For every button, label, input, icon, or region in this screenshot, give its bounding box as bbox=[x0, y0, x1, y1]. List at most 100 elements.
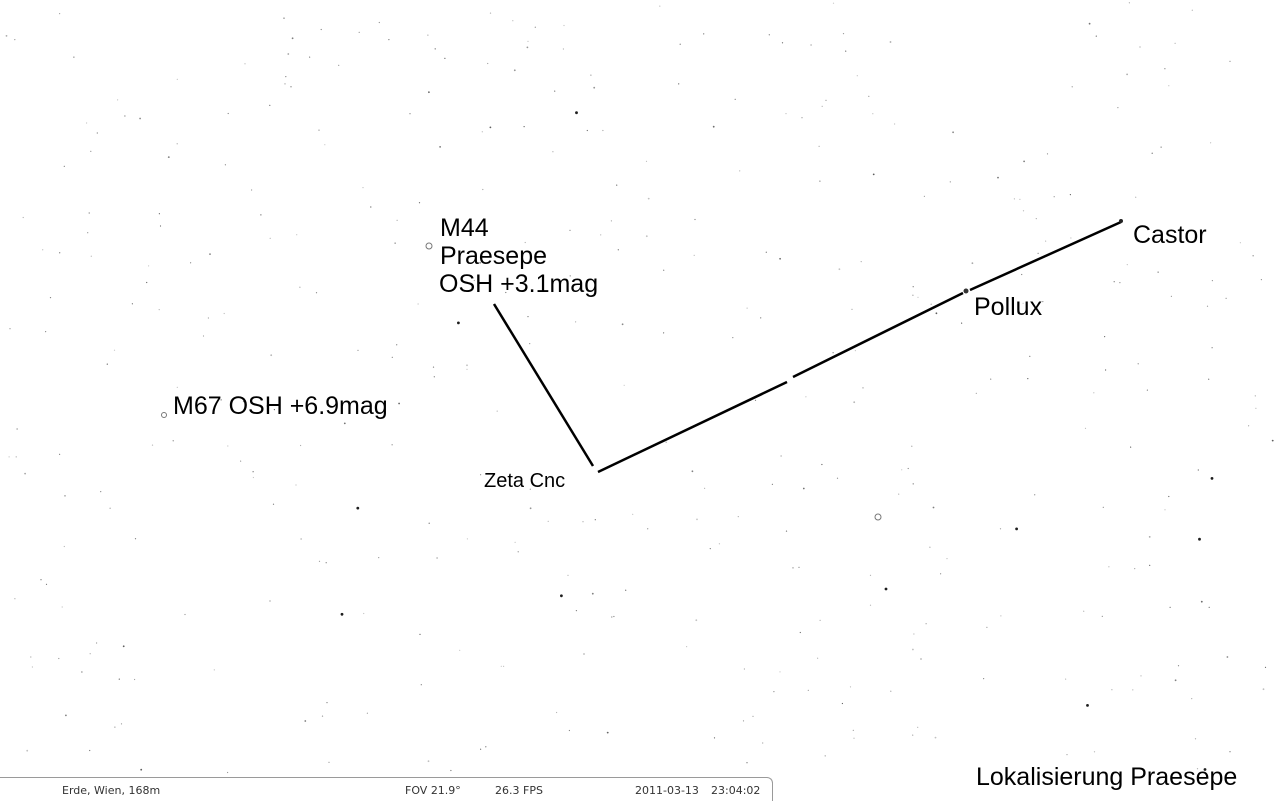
background-star bbox=[1252, 255, 1254, 257]
background-star bbox=[821, 463, 823, 466]
m44-marker[interactable] bbox=[425, 242, 433, 250]
background-star bbox=[952, 131, 954, 134]
background-star bbox=[30, 656, 32, 658]
background-star bbox=[269, 104, 271, 106]
background-star bbox=[1198, 537, 1201, 541]
background-star bbox=[1130, 446, 1132, 448]
background-star bbox=[1070, 237, 1072, 239]
background-star bbox=[113, 349, 116, 351]
background-star bbox=[606, 731, 609, 734]
background-star bbox=[220, 399, 222, 401]
background-star bbox=[743, 668, 746, 670]
background-star bbox=[912, 294, 914, 296]
time-text: 23:04:02 bbox=[711, 784, 761, 797]
background-star bbox=[1200, 600, 1203, 603]
background-star bbox=[1174, 42, 1176, 44]
background-star bbox=[595, 288, 597, 290]
background-star bbox=[853, 401, 856, 404]
background-star bbox=[836, 477, 839, 479]
background-star bbox=[575, 111, 578, 115]
background-star bbox=[391, 444, 393, 446]
background-star bbox=[16, 428, 18, 430]
background-star bbox=[1132, 689, 1134, 691]
background-star bbox=[479, 261, 481, 264]
background-star bbox=[487, 62, 489, 65]
background-star bbox=[146, 281, 148, 284]
background-star bbox=[394, 242, 396, 244]
background-star bbox=[489, 12, 492, 14]
background-star bbox=[1037, 252, 1039, 254]
background-star bbox=[746, 307, 748, 309]
m67-marker[interactable] bbox=[161, 412, 167, 418]
background-star bbox=[590, 74, 592, 76]
pointer-line-zeta-pollux-a bbox=[597, 380, 788, 474]
background-star bbox=[762, 742, 764, 744]
background-star bbox=[358, 31, 360, 33]
background-star bbox=[139, 117, 142, 120]
background-star bbox=[771, 483, 774, 485]
background-star bbox=[1151, 152, 1153, 154]
background-star bbox=[409, 113, 411, 115]
background-star bbox=[890, 690, 892, 692]
background-star bbox=[158, 309, 160, 311]
background-star bbox=[240, 460, 242, 462]
background-star bbox=[613, 615, 615, 618]
background-star bbox=[324, 144, 326, 146]
background-star bbox=[1101, 615, 1103, 618]
background-star bbox=[529, 507, 532, 510]
background-star bbox=[338, 64, 340, 66]
pollux-star[interactable] bbox=[963, 288, 969, 294]
background-star bbox=[131, 303, 133, 305]
background-star bbox=[326, 702, 328, 704]
background-star bbox=[151, 444, 154, 446]
background-star bbox=[273, 409, 275, 411]
background-star bbox=[1194, 738, 1197, 740]
background-star bbox=[117, 99, 119, 101]
background-star bbox=[781, 42, 784, 44]
m44-label: M44 Praesepe OSH +3.1mag bbox=[439, 214, 598, 298]
background-star bbox=[1254, 395, 1256, 397]
background-star bbox=[1071, 86, 1073, 88]
background-star bbox=[527, 316, 529, 318]
background-star bbox=[1206, 305, 1209, 307]
background-star bbox=[1035, 218, 1037, 220]
background-star bbox=[40, 579, 42, 581]
background-star bbox=[89, 653, 91, 655]
background-star bbox=[568, 729, 571, 732]
background-star bbox=[283, 17, 285, 19]
background-star bbox=[562, 48, 565, 50]
background-star bbox=[862, 387, 864, 389]
background-star bbox=[1013, 198, 1016, 200]
background-star bbox=[923, 195, 926, 197]
background-star bbox=[1137, 363, 1139, 365]
background-star bbox=[22, 216, 24, 219]
background-stars bbox=[5, 2, 1274, 774]
background-star bbox=[503, 665, 505, 667]
background-star bbox=[946, 558, 948, 560]
background-star bbox=[742, 720, 745, 722]
background-star bbox=[625, 589, 627, 591]
background-star bbox=[920, 658, 922, 660]
background-star bbox=[1211, 280, 1213, 282]
background-star bbox=[1117, 107, 1119, 109]
castor-star[interactable] bbox=[1119, 219, 1123, 223]
m44-name: Praesepe bbox=[440, 242, 548, 270]
m67-label: M67 OSH +6.9mag bbox=[173, 392, 388, 420]
unlabeled-object-marker[interactable] bbox=[874, 513, 882, 521]
background-star bbox=[547, 520, 549, 523]
background-star bbox=[398, 402, 400, 405]
background-star bbox=[678, 83, 680, 85]
background-star bbox=[679, 43, 681, 45]
background-star bbox=[481, 131, 483, 133]
background-star bbox=[320, 28, 322, 31]
background-star bbox=[1164, 509, 1166, 511]
background-star bbox=[659, 5, 661, 7]
background-star bbox=[1019, 198, 1021, 200]
background-star bbox=[459, 649, 461, 651]
background-star bbox=[466, 538, 468, 540]
fov-text: FOV 21.9° bbox=[405, 784, 461, 797]
background-star bbox=[1088, 22, 1091, 25]
background-star bbox=[819, 619, 821, 622]
background-star bbox=[1271, 439, 1274, 442]
